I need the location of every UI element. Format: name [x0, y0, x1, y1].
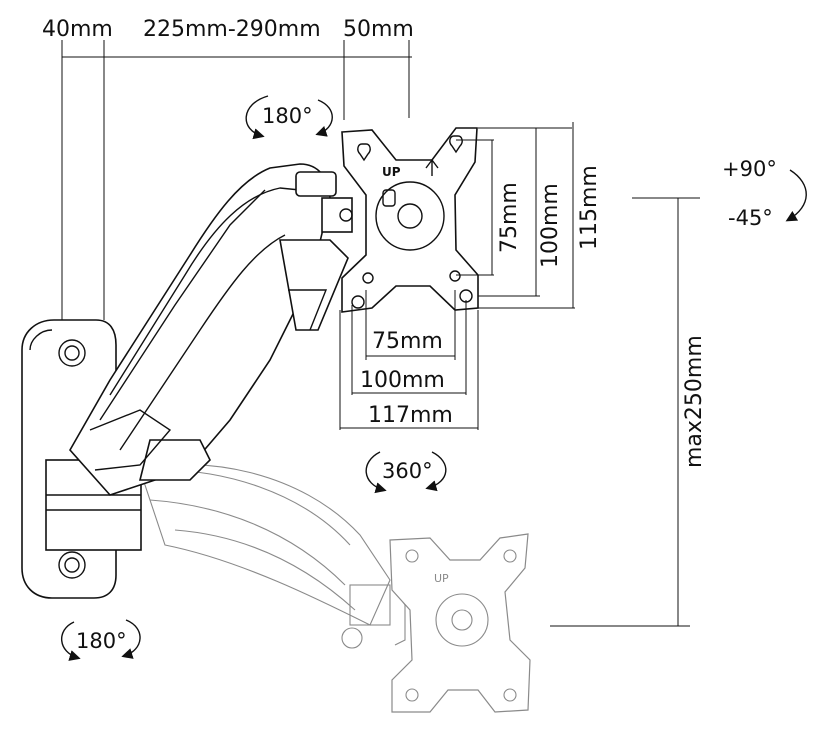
- label-rotate-360: 360°: [382, 459, 433, 483]
- label-tilt-up: +90°: [722, 157, 777, 181]
- label-vesa-h-75: 75mm: [372, 329, 443, 354]
- label-tilt-down: -45°: [728, 206, 773, 230]
- vesa-vertical-dimensions: [456, 122, 575, 309]
- ghost-vesa-plate: [389, 533, 531, 713]
- label-vesa-h-117: 117mm: [368, 403, 453, 428]
- main-arm: [69, 163, 353, 496]
- rotation-indicator-bottom: [61, 619, 141, 661]
- label-vesa-v-75: 75mm: [497, 182, 522, 253]
- rotation-indicator-center: [365, 451, 447, 494]
- label-50mm: 50mm: [343, 17, 414, 42]
- label-vesa-h-100: 100mm: [360, 368, 445, 393]
- label-40mm: 40mm: [42, 17, 113, 42]
- rotation-indicator-top: [245, 95, 333, 140]
- label-rotate-180-bottom: 180°: [76, 629, 127, 653]
- vesa-horizontal-dimensions: [339, 290, 479, 430]
- label-vesa-v-115: 115mm: [577, 165, 602, 250]
- label-rotate-180-top: 180°: [262, 104, 313, 128]
- vesa-plate: [341, 127, 479, 313]
- label-vesa-v-100: 100mm: [538, 183, 563, 268]
- label-ghost-up: UP: [434, 572, 449, 585]
- label-height-travel: max250mm: [682, 335, 707, 468]
- label-plate-up: UP: [382, 165, 401, 179]
- height-travel-dimension: [550, 197, 700, 627]
- top-dimension-lines: [61, 40, 412, 320]
- lowered-arm-ghost: [139, 464, 406, 649]
- label-arm-reach: 225mm-290mm: [143, 17, 321, 42]
- tilt-indicator: [785, 169, 807, 222]
